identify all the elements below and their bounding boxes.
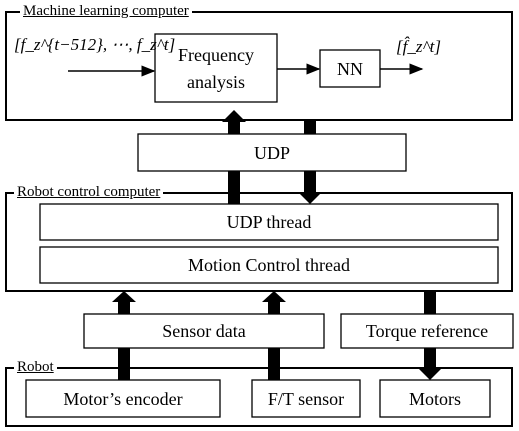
motors-encoder-box [25, 379, 221, 418]
frequency-analysis-label-line2: analysis [187, 72, 245, 92]
udp-up-arrow-top [222, 110, 246, 134]
robot-title: Robot [14, 360, 57, 375]
output-estimate-label: [f̂_z^t] [396, 38, 441, 55]
torque-down-arrow-top [424, 291, 436, 314]
ml-computer-frame [5, 11, 513, 121]
sensor-up-arrow-right-bottom [268, 348, 280, 380]
torque-reference-box [340, 313, 514, 349]
sensor-up-arrow-right-top [262, 291, 286, 314]
udp-box [137, 133, 407, 172]
output-estimate-text: [f̂_z^t] [396, 37, 441, 56]
sensor-up-arrow-left-bottom [118, 348, 130, 380]
udp-thread-label: UDP thread [226, 212, 312, 232]
udp-label: UDP [253, 143, 290, 163]
ft-sensor-label: F/T sensor [267, 389, 345, 409]
torque-down-arrow-bottom [418, 348, 442, 380]
udp-up-arrow-bottom [228, 171, 240, 204]
nn-label: NN [337, 59, 363, 79]
sensor-data-label: Sensor data [162, 321, 246, 341]
frequency-analysis-box [154, 33, 278, 103]
motors-box [379, 379, 491, 418]
input-sequence-label: [f_z^{t−512}, ⋯, f_z^t] [14, 36, 175, 53]
torque-reference-label: Torque reference [365, 321, 489, 341]
frequency-analysis-label-line1: Frequency [178, 45, 254, 65]
udp-down-arrow-top [304, 121, 316, 134]
ft-sensor-box [251, 379, 361, 418]
robot-frame [5, 367, 513, 427]
udp-down-arrow-bottom [298, 171, 322, 204]
sensor-data-box [83, 313, 325, 349]
udp-thread-box [39, 203, 499, 241]
sensor-up-arrow-left-top [112, 291, 136, 314]
motion-control-thread-box [39, 246, 499, 284]
motors-label: Motors [408, 389, 461, 409]
robot-control-frame [5, 192, 513, 292]
ml-computer-title: Machine learning computer [20, 4, 192, 19]
robot-control-computer-title: Robot control computer [14, 185, 164, 200]
motors-encoder-label: Motor’s encoder [63, 389, 183, 409]
motion-control-thread-label: Motion Control thread [188, 255, 350, 275]
input-sequence-text: [f_z^{t−512}, ⋯, f_z^t] [14, 35, 176, 54]
nn-box [319, 49, 381, 88]
